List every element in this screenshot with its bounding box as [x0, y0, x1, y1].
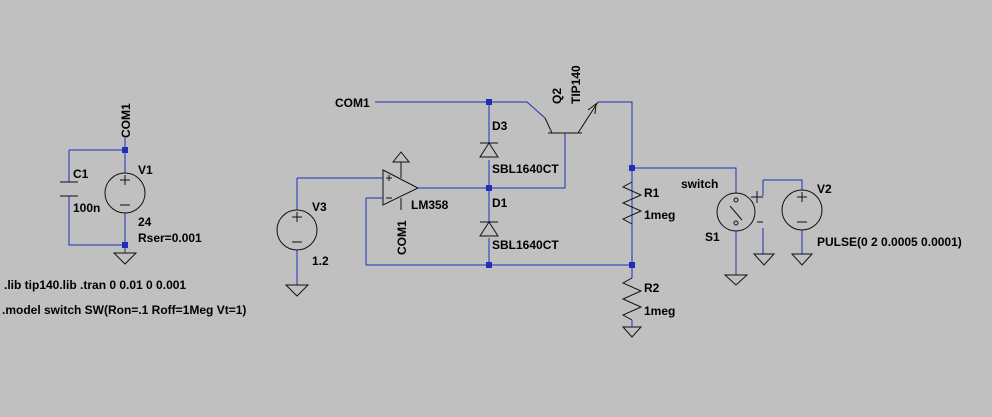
ground-symbol — [752, 253, 776, 266]
diode-d3: D3 SBL1640CT — [479, 119, 559, 176]
ground-symbol — [723, 274, 749, 286]
voltage-source-v2: V2 PULSE(0 2 0.0005 0.0001) — [781, 182, 962, 249]
d3-model: SBL1640CT — [492, 162, 559, 176]
d1-model: SBL1640CT — [492, 238, 559, 252]
q2-model: TIP140 — [569, 65, 583, 104]
v3-value: 1.2 — [312, 254, 329, 268]
resistor-r1: R1 1meg — [621, 181, 675, 225]
d1-label: D1 — [492, 196, 508, 210]
r2-label: R2 — [644, 281, 660, 295]
voltage-controlled-switch-s1: switch S1 — [681, 177, 763, 244]
ground-symbol — [790, 253, 814, 266]
c1-label: C1 — [73, 167, 89, 181]
d3-label: D3 — [492, 119, 508, 133]
v1-value: 24 — [138, 215, 152, 229]
opamp-lm358: LM358 COM1 — [382, 151, 449, 255]
v3-subcircuit: V3 1.2 — [276, 177, 383, 297]
v1-c1-subcircuit: COM1 C1 100n V1 24 Rser=0.001 — [60, 103, 202, 265]
r1-value: 1meg — [644, 208, 675, 222]
voltage-source-v1 — [104, 172, 146, 214]
s1-label: S1 — [705, 230, 720, 244]
opamp-label: LM358 — [411, 198, 449, 212]
switch-model-label: switch — [681, 177, 718, 191]
capacitor-c1 — [60, 181, 78, 197]
net-label-com1-opamp: COM1 — [395, 220, 409, 255]
v2-label: V2 — [817, 182, 832, 196]
transistor-q2: Q2 TIP140 — [544, 65, 599, 134]
spice-directive-model: .model switch SW(Ron=.1 Roff=1Meg Vt=1) — [2, 303, 246, 317]
ground-symbol — [284, 284, 310, 297]
v3-label: V3 — [312, 200, 327, 214]
resistor-r2: R2 1meg — [621, 277, 675, 338]
r2-value: 1meg — [644, 304, 675, 318]
ground-symbol — [112, 252, 138, 265]
r1-label: R1 — [644, 186, 660, 200]
c1-value: 100n — [73, 201, 100, 215]
net-label-com1: COM1 — [119, 103, 133, 138]
q2-label: Q2 — [550, 88, 564, 104]
net-label-com1-left: COM1 — [335, 96, 370, 110]
voltage-source-v3 — [276, 209, 318, 251]
v1-rser: Rser=0.001 — [138, 231, 202, 245]
v2-value: PULSE(0 2 0.0005 0.0001) — [817, 235, 962, 249]
v1-label: V1 — [138, 163, 153, 177]
spice-directive-lib-tran: .lib tip140.lib .tran 0 0.01 0 0.001 — [4, 278, 186, 292]
diode-d1: D1 SBL1640CT — [479, 196, 559, 252]
